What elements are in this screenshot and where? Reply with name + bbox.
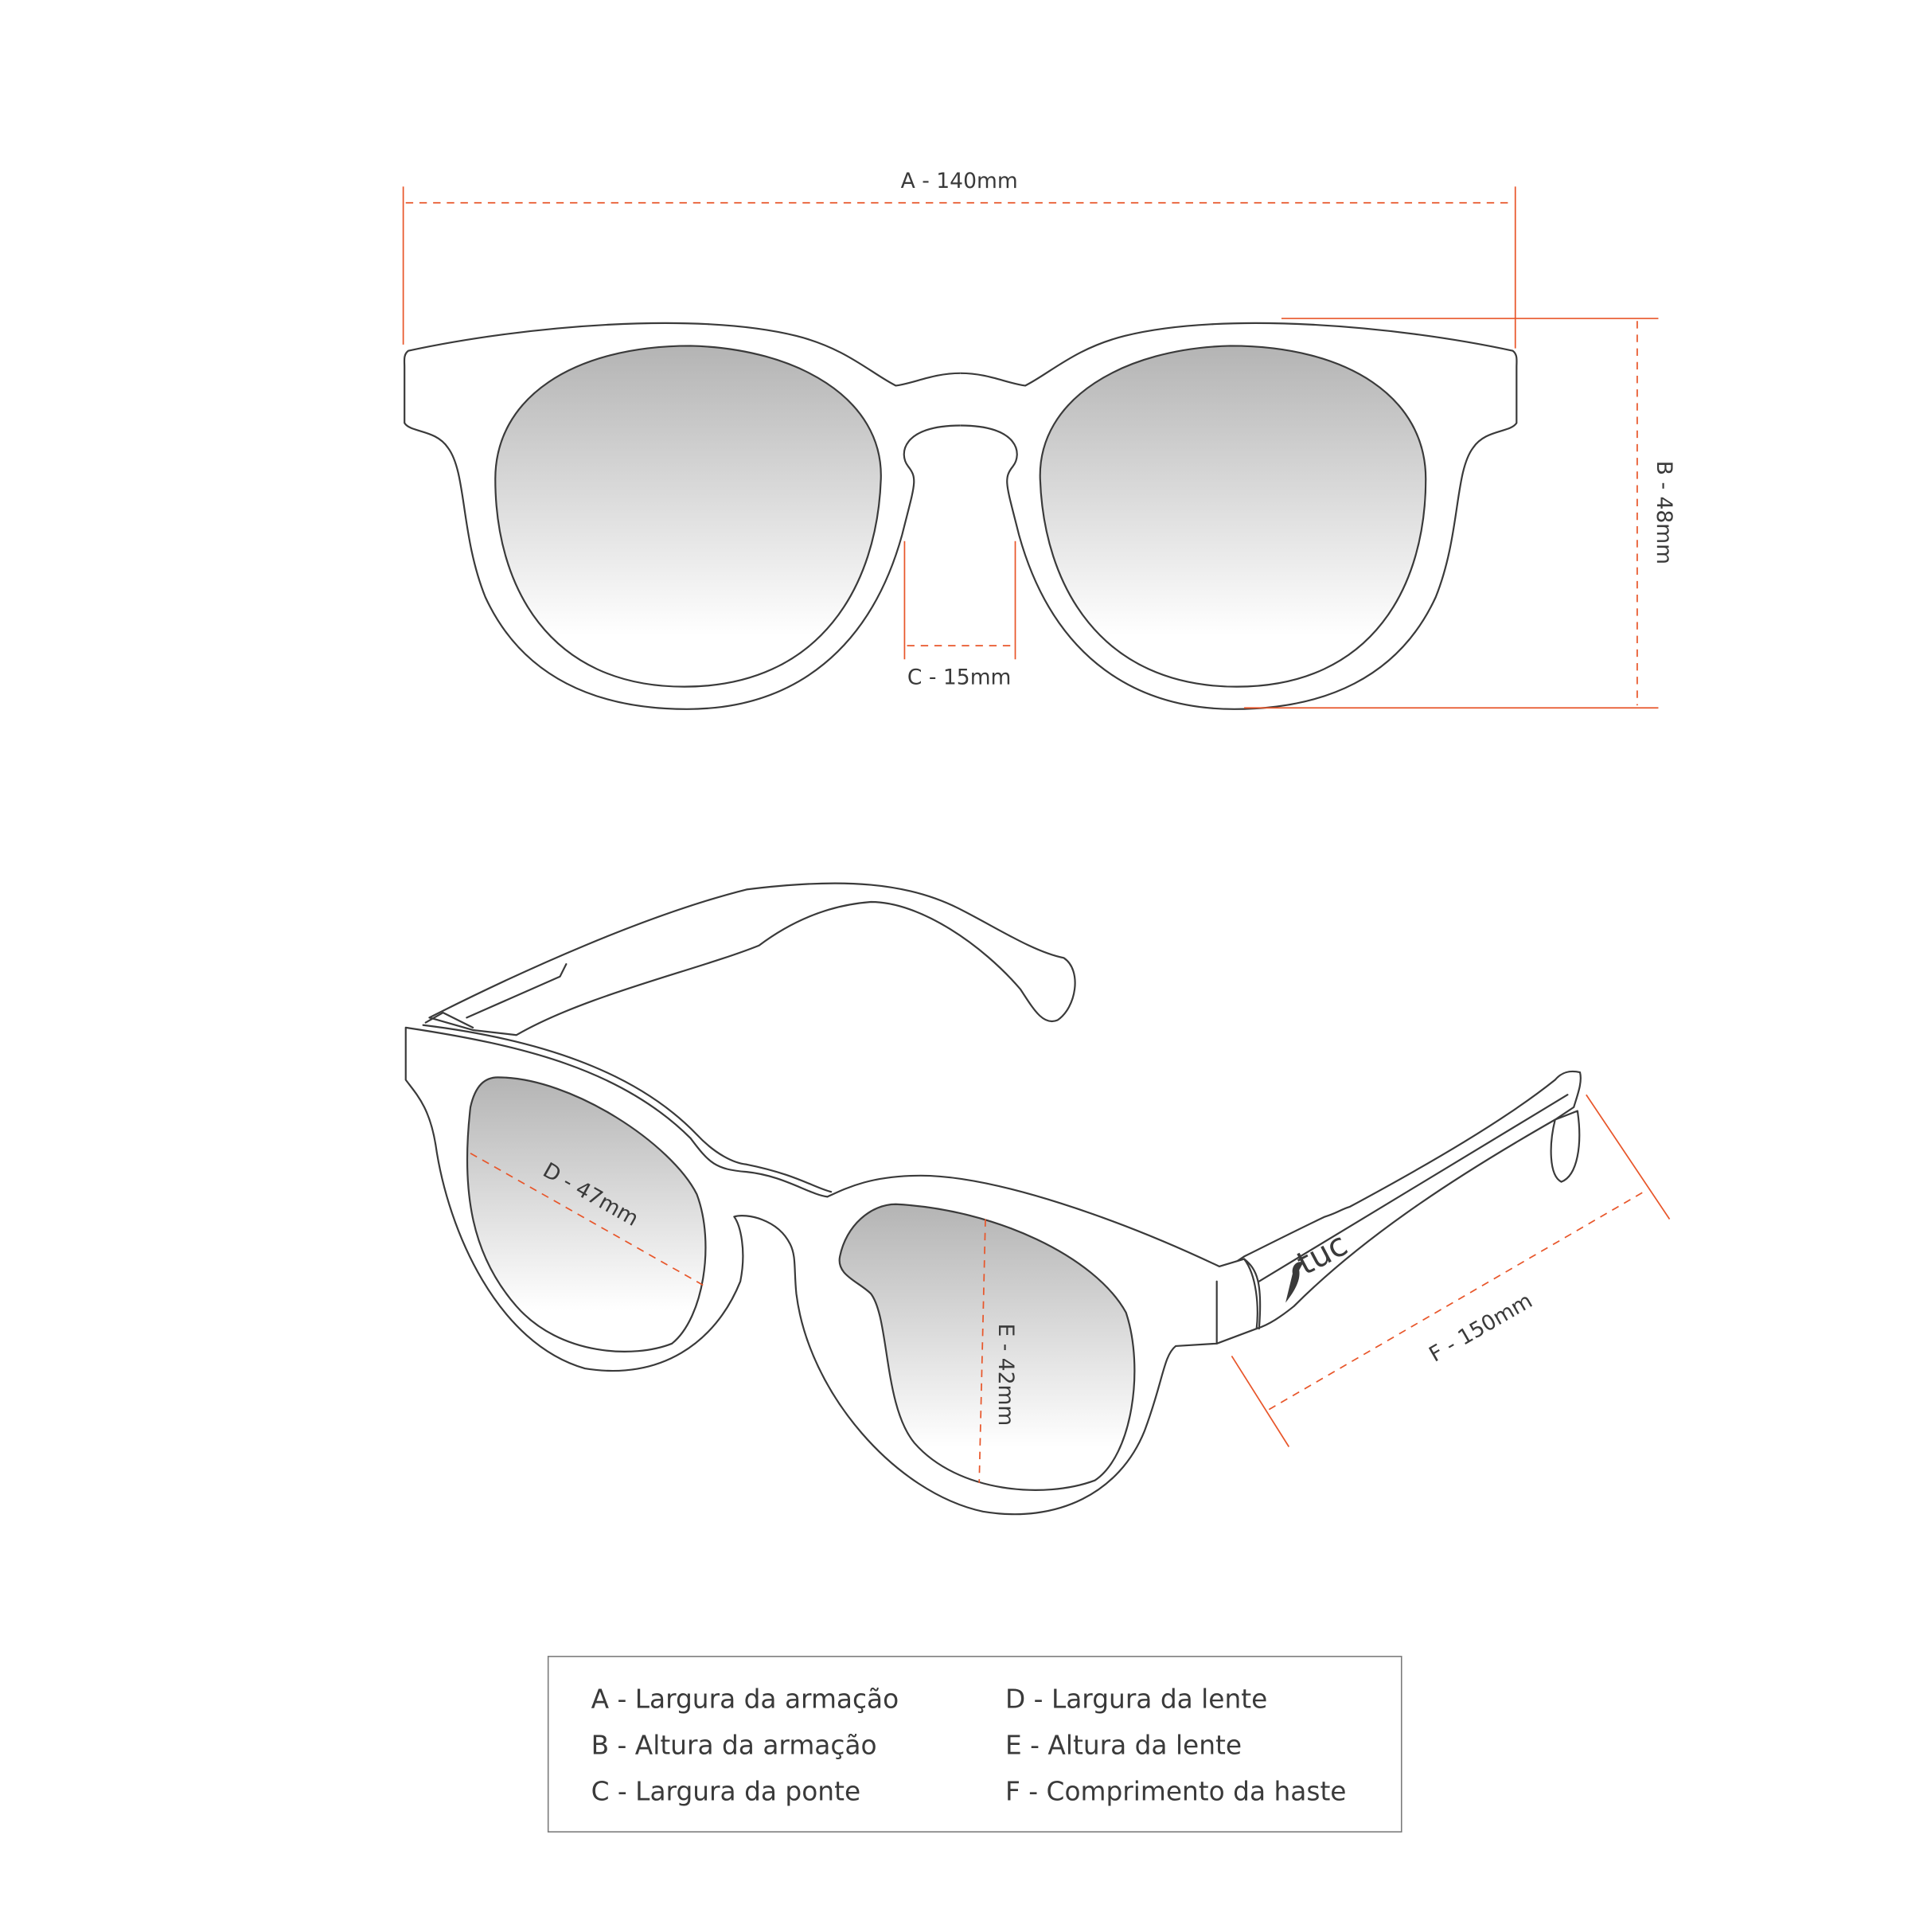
legend-item-d: D - Largura da lente [1005, 1684, 1267, 1715]
legend-item-f: F - Comprimento da haste [1005, 1776, 1347, 1806]
dimension-e-label: E - 42mm [993, 1324, 1018, 1427]
dimension-a-label: A - 140mm [901, 169, 1018, 193]
dimension-b-label: B - 48mm [1652, 461, 1676, 564]
bird-icon [1285, 1262, 1304, 1303]
dimension-c-label: C - 15mm [907, 665, 1012, 690]
lens-right-perspective [838, 1203, 1136, 1491]
legend-item-e: E - Altura da lente [1005, 1731, 1242, 1761]
dimension-c: C - 15mm [903, 541, 1016, 690]
perspective-view: tuc [404, 882, 1582, 1516]
lens-left [494, 345, 882, 688]
dimension-e: E - 42mm [978, 1219, 1018, 1483]
legend-item-a: A - Largura da armação [591, 1684, 899, 1715]
dimension-f-label: F - 150mm [1425, 1288, 1536, 1367]
near-temple [1224, 1070, 1582, 1330]
legend-item-c: C - Largura da ponte [591, 1776, 861, 1806]
dimension-b: B - 48mm [1244, 318, 1676, 709]
legend: A - Largura da armação B - Altura da arm… [547, 1656, 1402, 1832]
legend-item-b: B - Altura da armação [591, 1731, 877, 1761]
far-temple [428, 882, 1076, 1036]
dimension-a: A - 140mm [402, 169, 1516, 349]
front-view [403, 322, 1518, 710]
lens-left-perspective [466, 1076, 707, 1352]
